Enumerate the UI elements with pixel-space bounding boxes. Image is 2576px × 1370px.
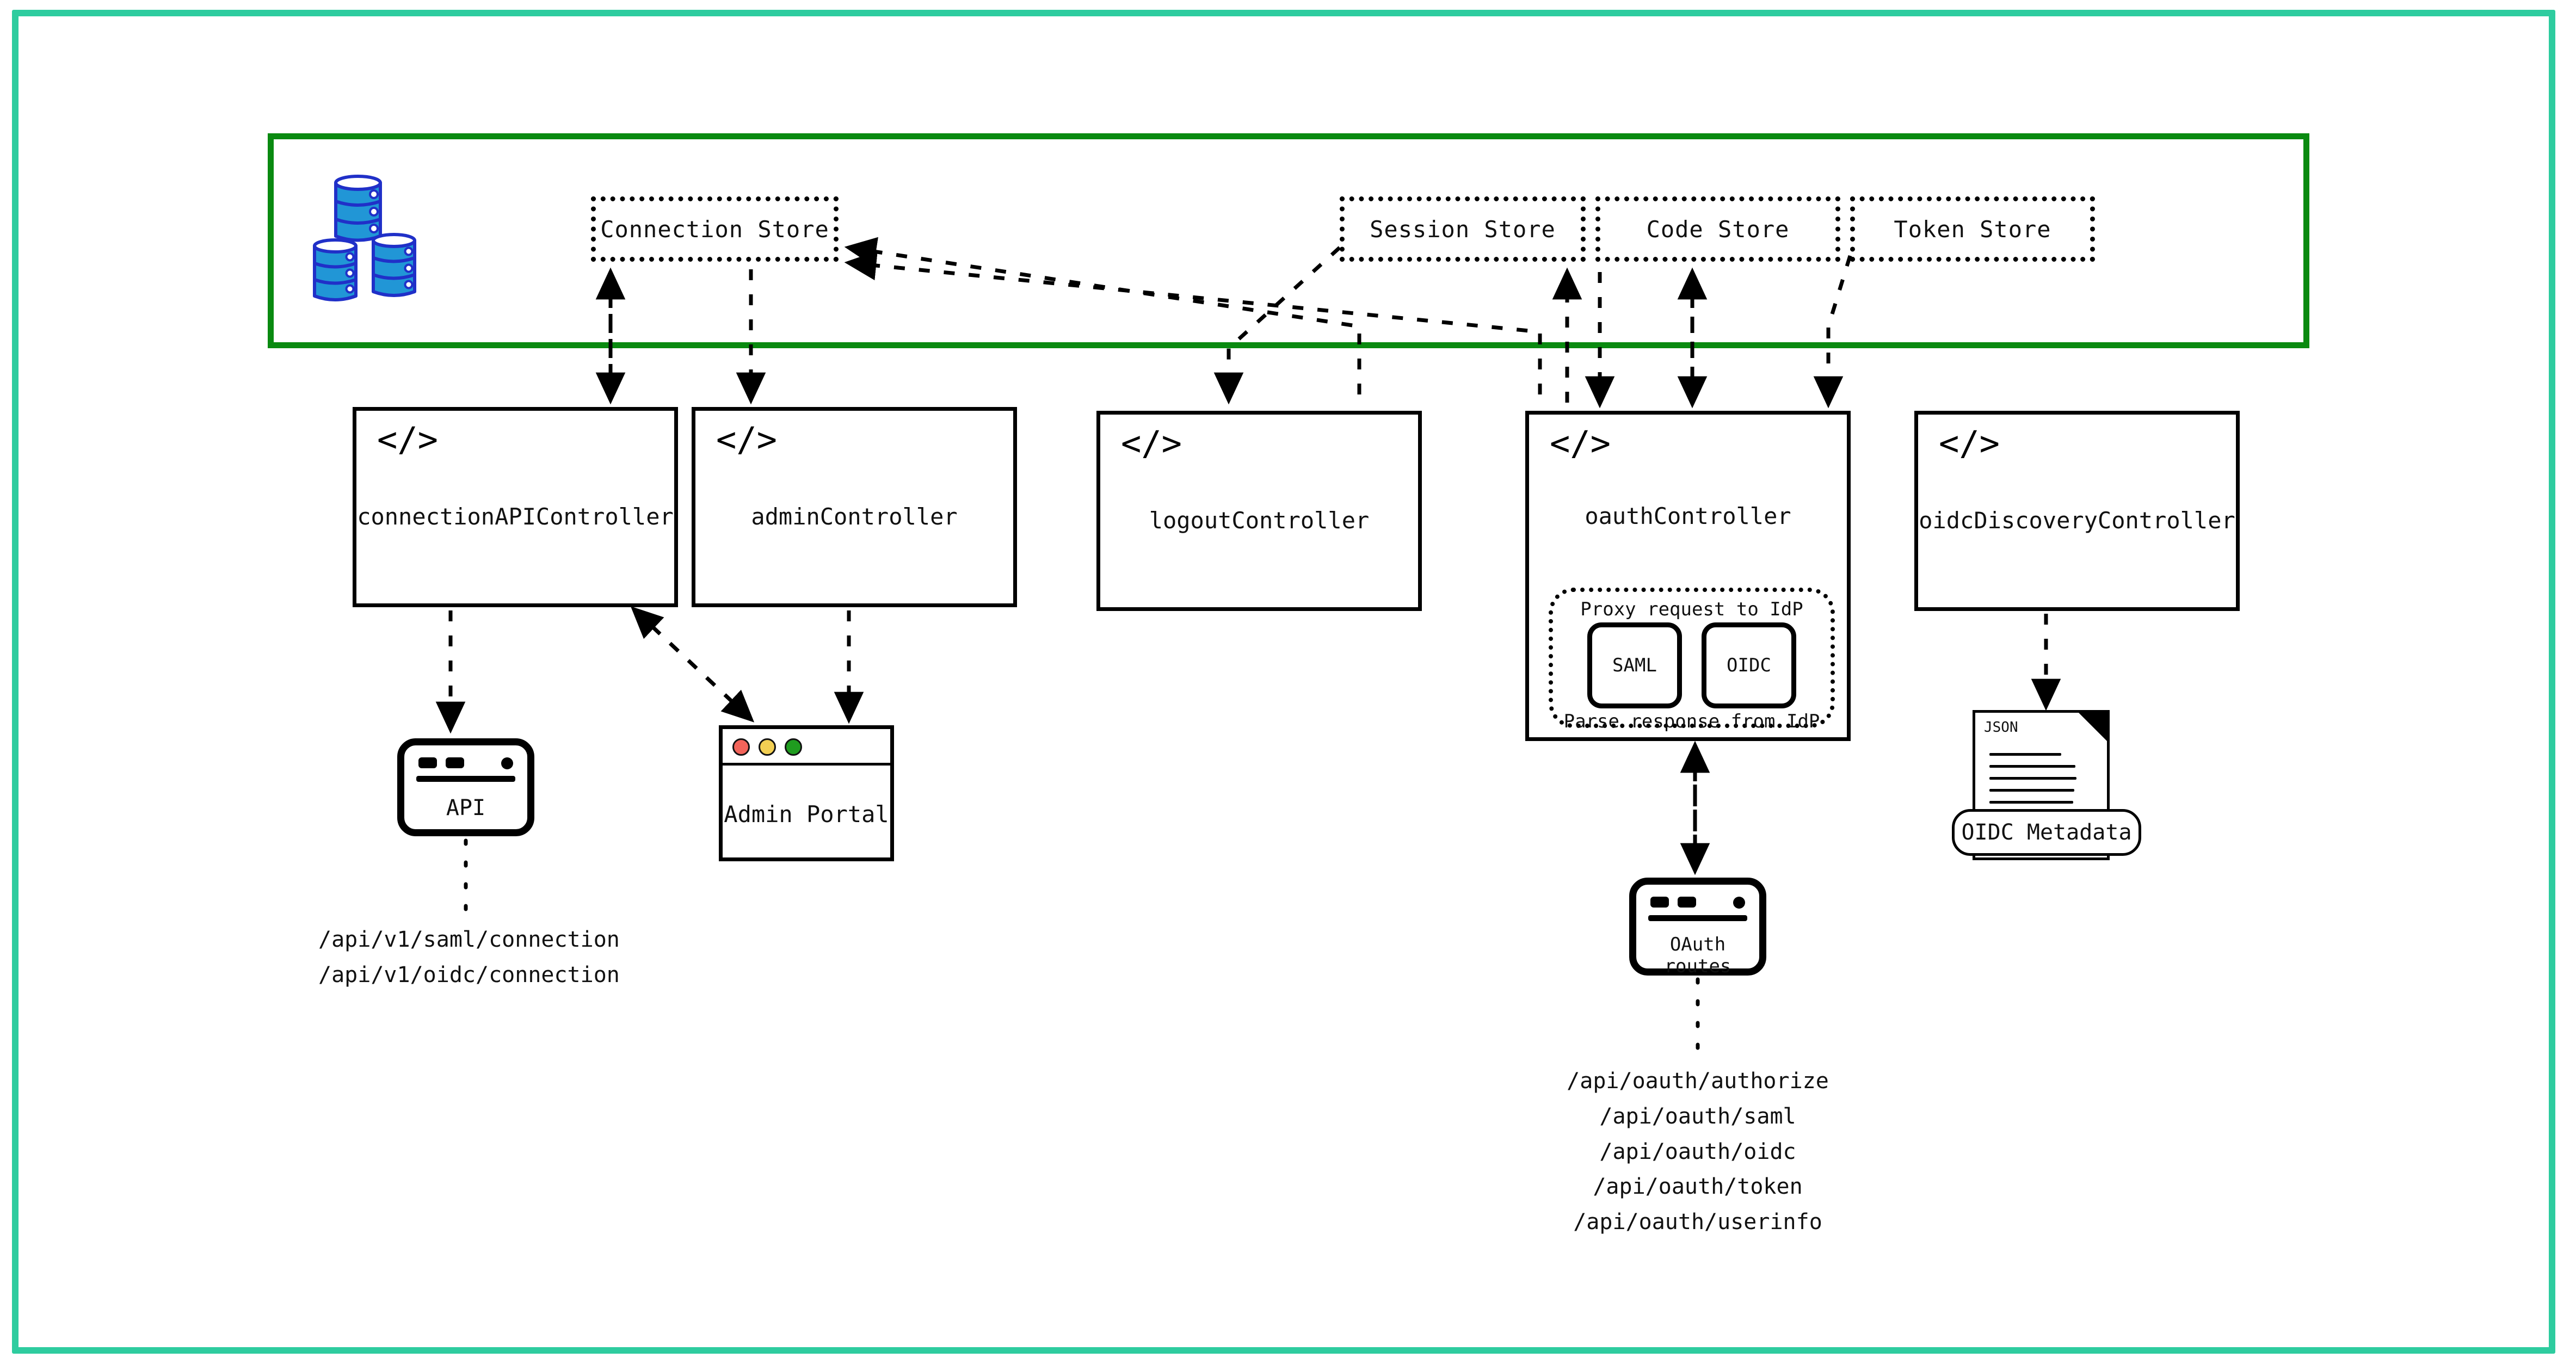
- window-titlebar: [1636, 885, 1759, 921]
- doc-line: [1989, 765, 2075, 768]
- controller-oauth-controller[interactable]: </> oauthController Proxy request to IdP…: [1525, 411, 1851, 741]
- oidc-chip[interactable]: OIDC: [1702, 622, 1796, 708]
- endpoint-item: /api/v1/saml/connection: [318, 927, 620, 952]
- code-icon: </>: [377, 419, 438, 459]
- window-rule: [416, 776, 515, 782]
- controller-logout-controller[interactable]: </> logoutController: [1096, 411, 1422, 611]
- page-fold-icon: [2076, 710, 2110, 744]
- chip-label: OIDC: [1727, 655, 1771, 676]
- code-icon: </>: [1939, 423, 2000, 463]
- traffic-light-green-icon: [785, 738, 802, 756]
- controller-label: oauthController: [1585, 503, 1791, 529]
- window-dot-icon: [446, 757, 464, 768]
- controller-label: adminController: [751, 503, 958, 530]
- oauth-routes-node[interactable]: OAuth routes: [1629, 878, 1766, 977]
- doc-line: [1989, 789, 2074, 792]
- database-stack-icon: [305, 169, 430, 305]
- store-label: Connection Store: [600, 215, 829, 243]
- traffic-light-red-icon: [732, 738, 750, 756]
- controller-label: oidcDiscoveryController: [1919, 507, 2235, 534]
- traffic-light-yellow-icon: [759, 738, 776, 756]
- controller-label: logoutController: [1149, 507, 1370, 534]
- store-label: Token Store: [1894, 215, 2051, 243]
- store-box-connection-store[interactable]: Connection Store: [591, 196, 839, 262]
- api-node[interactable]: API: [397, 738, 534, 836]
- doc-line: [1989, 777, 2076, 780]
- endpoint-item: /api/v1/oidc/connection: [318, 962, 620, 988]
- controller-connection-api-controller[interactable]: </> connectionAPIController: [353, 407, 678, 607]
- controller-admin-controller[interactable]: </> adminController: [692, 407, 1017, 607]
- endpoint-item: /api/oauth/authorize: [1567, 1069, 1829, 1094]
- code-icon: </>: [716, 419, 777, 459]
- outer-frame: [12, 10, 2555, 1354]
- oauth-endpoint-list: /api/oauth/authorize /api/oauth/saml /ap…: [1507, 1064, 1888, 1240]
- proxy-footer: Parse response from IdP: [1563, 711, 1820, 732]
- window-dot-icon: [418, 757, 437, 768]
- endpoint-item: /api/oauth/saml: [1599, 1103, 1796, 1129]
- admin-portal-node[interactable]: Admin Portal: [719, 725, 894, 861]
- store-label: Session Store: [1370, 215, 1556, 243]
- window-dot-icon: [501, 757, 513, 769]
- oauth-routes-label: OAuth routes: [1664, 934, 1731, 977]
- proxy-chip-row: SAML OIDC: [1587, 622, 1796, 708]
- window-titlebar: [404, 745, 527, 782]
- store-label: Code Store: [1646, 215, 1790, 243]
- code-icon: </>: [1121, 423, 1182, 463]
- controller-oidc-discovery-controller[interactable]: </> oidcDiscoveryController: [1914, 411, 2240, 611]
- window-dot-icon: [1733, 897, 1745, 909]
- endpoint-item: /api/oauth/userinfo: [1573, 1209, 1822, 1235]
- window-rule: [1648, 915, 1747, 921]
- endpoint-item: /api/oauth/oidc: [1599, 1139, 1796, 1164]
- proxy-group: Proxy request to IdP SAML OIDC Parse res…: [1549, 588, 1835, 732]
- window-dot-icon: [1650, 897, 1669, 908]
- endpoint-item: /api/oauth/token: [1593, 1174, 1803, 1200]
- chip-label: SAML: [1612, 655, 1657, 676]
- code-icon: </>: [1550, 423, 1611, 463]
- window-titlebar: [723, 729, 890, 766]
- document-tag: JSON: [1984, 719, 2018, 736]
- store-box-code-store[interactable]: Code Store: [1595, 196, 1840, 262]
- doc-line: [1989, 801, 2073, 804]
- store-box-session-store[interactable]: Session Store: [1340, 196, 1586, 262]
- doc-line: [1989, 753, 2061, 756]
- oidc-metadata-label: OIDC Metadata: [1952, 809, 2141, 856]
- oidc-metadata-text: OIDC Metadata: [1961, 820, 2132, 845]
- proxy-title: Proxy request to IdP: [1580, 598, 1803, 620]
- window-dot-icon: [1678, 897, 1696, 908]
- admin-portal-label: Admin Portal: [724, 801, 889, 828]
- api-label: API: [446, 795, 486, 820]
- store-box-token-store[interactable]: Token Store: [1850, 196, 2095, 262]
- saml-chip[interactable]: SAML: [1587, 622, 1682, 708]
- controller-label: connectionAPIController: [357, 503, 674, 530]
- connection-endpoint-list: /api/v1/saml/connection /api/v1/oidc/con…: [318, 922, 699, 993]
- oidc-metadata-node[interactable]: JSON OIDC Metadata: [1952, 710, 2141, 890]
